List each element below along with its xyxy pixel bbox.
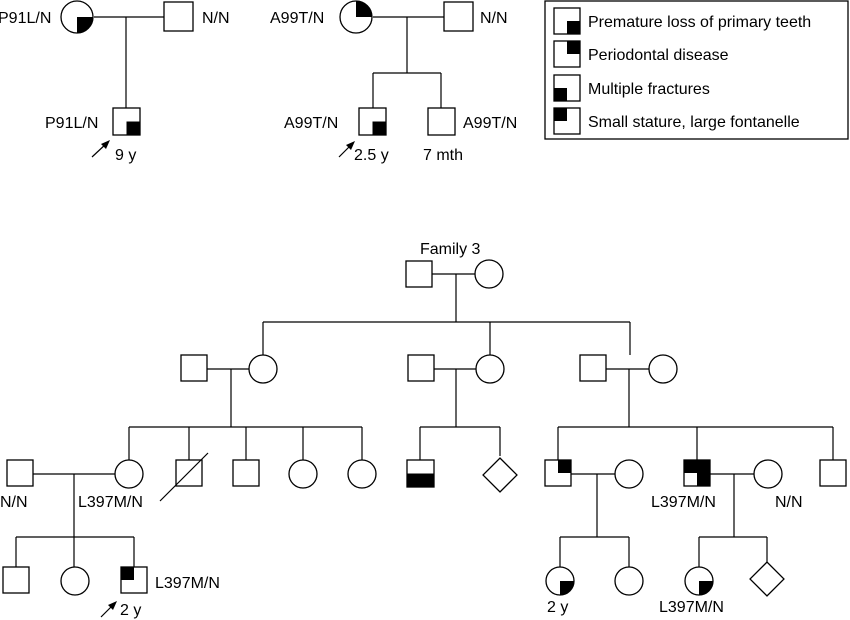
gen2-male [579, 354, 607, 382]
family2-child-2 [427, 107, 456, 136]
gen3-male [232, 459, 260, 487]
family1-proband [112, 107, 141, 136]
deceased-slash [159, 452, 209, 502]
proband-arrow-icon [338, 141, 355, 158]
gen3-spouse-male [6, 459, 34, 487]
genotype-label: L397M/N [78, 494, 143, 511]
family-3: Family 3 [0, 241, 847, 619]
proband-arrow-icon [91, 140, 110, 158]
gen2-female [248, 354, 278, 384]
gen3-spouse-female [614, 459, 644, 489]
gen4-affected-female [545, 566, 575, 596]
gen4-proband [120, 566, 148, 594]
genotype-label: A99T/N [463, 115, 517, 132]
gen3-male [819, 459, 847, 487]
gen3-affected-male [406, 459, 435, 488]
affected-quadrant [558, 460, 571, 473]
gen3-deceased-male [159, 452, 209, 502]
gen3-female [288, 459, 318, 489]
gen3-female-carrier [114, 459, 144, 489]
gen2-male [180, 354, 208, 382]
family2-mother [339, 0, 373, 34]
genotype-label: A99T/N [270, 10, 324, 27]
affected-quadrant [356, 1, 372, 17]
genotype-label: A99T/N [284, 115, 338, 132]
affected-quadrant [126, 121, 140, 135]
gen3-affected-male [544, 459, 572, 487]
legend-label: Multiple fractures [588, 81, 710, 98]
family-title: Family 3 [420, 241, 481, 258]
genotype-label: P91L/N [0, 10, 51, 27]
genotype-label: N/N [480, 10, 508, 27]
genotype-label: N/N [202, 10, 230, 27]
gen3-spouse-female [753, 459, 783, 489]
affected-quadrant [684, 460, 697, 473]
family-1: P91L/N N/N P91L/N 9 y [0, 0, 230, 164]
family-2: A99T/N N/N A99T/N 2.5 y A99T/N 7 mth [270, 0, 517, 164]
age-label: 7 mth [423, 147, 463, 164]
gen4-unknown-sex [749, 561, 785, 597]
affected-quadrant [121, 567, 134, 580]
legend: Premature loss of primary teeth Periodon… [544, 0, 849, 140]
affected-quadrant [372, 121, 386, 135]
gen4-male [2, 566, 30, 594]
genotype-label: L397M/N [155, 575, 220, 592]
legend-box [544, 0, 849, 140]
age-label: 2 y [120, 602, 141, 619]
age-label: 2 y [547, 599, 568, 616]
gen2-female [475, 354, 505, 384]
affected-quadrant [697, 460, 710, 473]
legend-item-periodontal-disease: Periodontal disease [553, 40, 729, 68]
legend-label: Periodontal disease [588, 47, 729, 64]
gen4-female [614, 566, 644, 596]
gen2-male [407, 354, 435, 382]
legend-item-premature-tooth-loss: Premature loss of primary teeth [553, 7, 811, 35]
proband-arrow-icon [100, 601, 117, 618]
family1-mother [60, 0, 94, 34]
gen3-female [347, 459, 377, 489]
affected-quadrant [407, 473, 434, 487]
affected-quadrant [697, 473, 710, 486]
family2-child-1 [358, 107, 387, 136]
affected-quadrant [699, 581, 713, 595]
genotype-label: L397M/N [651, 494, 716, 511]
legend-item-small-stature: Small stature, large fontanelle [553, 107, 800, 135]
genotype-label: N/N [775, 494, 803, 511]
gen2-female [648, 354, 678, 384]
gen4-affected-female [684, 566, 714, 596]
gen1-male [405, 260, 433, 288]
legend-label: Small stature, large fontanelle [588, 114, 800, 131]
legend-item-multiple-fractures: Multiple fractures [553, 74, 710, 102]
gen4-female [60, 566, 90, 596]
legend-label: Premature loss of primary teeth [588, 14, 811, 31]
age-label: 9 y [115, 147, 136, 164]
family1-father [163, 1, 194, 32]
family2-father [443, 1, 474, 32]
gen3-affected-male-carrier [683, 459, 711, 487]
affected-quadrant [560, 581, 574, 595]
age-label: 2.5 y [354, 147, 389, 164]
genotype-label: L397M/N [659, 599, 724, 616]
gen1-female [474, 259, 504, 289]
affected-quadrant [77, 17, 93, 33]
genotype-label: P91L/N [45, 115, 98, 132]
gen3-unknown-sex [482, 457, 518, 493]
genotype-label: N/N [0, 494, 28, 511]
